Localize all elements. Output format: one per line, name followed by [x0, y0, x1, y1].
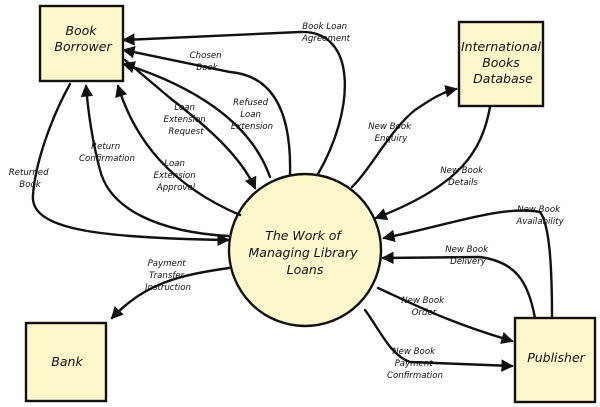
svg-text:Bank: Bank — [51, 354, 83, 369]
new-book-enquiry-flow — [350, 85, 458, 189]
payment-transfer-instruction-flow — [110, 266, 231, 320]
new-book-order-flow — [376, 286, 514, 345]
label-new-book-availability: New Book Availability — [515, 205, 564, 227]
new-book-details-flow — [374, 105, 492, 221]
svg-text:The Work of Managing Lib: The Work of Managing Library Loans — [249, 228, 362, 277]
loan-extension-approval-flow — [115, 84, 242, 217]
svg-text:International Books: International Books Database — [461, 39, 545, 86]
label-loan-extension-approval: Loan Extension Approval — [154, 159, 199, 193]
loan-extension-request-flow — [123, 58, 257, 190]
new-book-delivery-flow — [381, 251, 537, 320]
international-books-database-terminator: International Books Database — [457, 20, 545, 108]
label-new-book-delivery: New Book Delivery — [445, 245, 491, 267]
publisher-terminator: Publisher — [513, 316, 597, 404]
book-borrower-terminator: Book Borrower — [38, 4, 125, 83]
label-new-book-order: New Book Order — [401, 296, 447, 318]
refused-loan-extension-flow — [122, 61, 272, 179]
label-payment-transfer-instruction: Payment Transfer Instruction — [145, 259, 191, 293]
flow-labels: Book Loan Agreement Chosen Book Loan Ext… — [9, 22, 565, 381]
label-returned-book: Returned Book — [9, 168, 52, 190]
label-new-book-enquiry: New Book Enquiry — [368, 122, 414, 144]
managing-library-loans-process: The Work of Managing Library Loans — [227, 172, 383, 328]
new-book-availability-flow — [382, 209, 554, 320]
label-new-book-payment-confirmation: New Book Payment Confirmation — [387, 347, 443, 381]
new-book-payment-confirmation-flow — [363, 308, 514, 372]
svg-text:Book Borrower: Book Borrower — [54, 23, 112, 54]
svg-text:Publisher: Publisher — [527, 350, 585, 365]
label-new-book-details: New Book Details — [440, 166, 486, 188]
label-return-confirmation: Return Confirmation — [79, 142, 135, 164]
book-loan-agreement-flow — [122, 30, 347, 176]
label-book-loan-agreement: Book Loan Agreement — [301, 22, 351, 44]
return-confirmation-flow — [80, 84, 230, 238]
label-refused-loan-extension: Refused Loan Extension — [231, 98, 273, 132]
flow-lines — [31, 30, 554, 372]
bank-terminator: Bank — [24, 321, 108, 403]
label-loan-extension-request: Loan Extension Request — [164, 103, 209, 137]
returned-book-flow — [31, 82, 230, 247]
chosen-book-flow — [122, 46, 292, 177]
label-chosen-book: Chosen Book — [190, 51, 225, 73]
